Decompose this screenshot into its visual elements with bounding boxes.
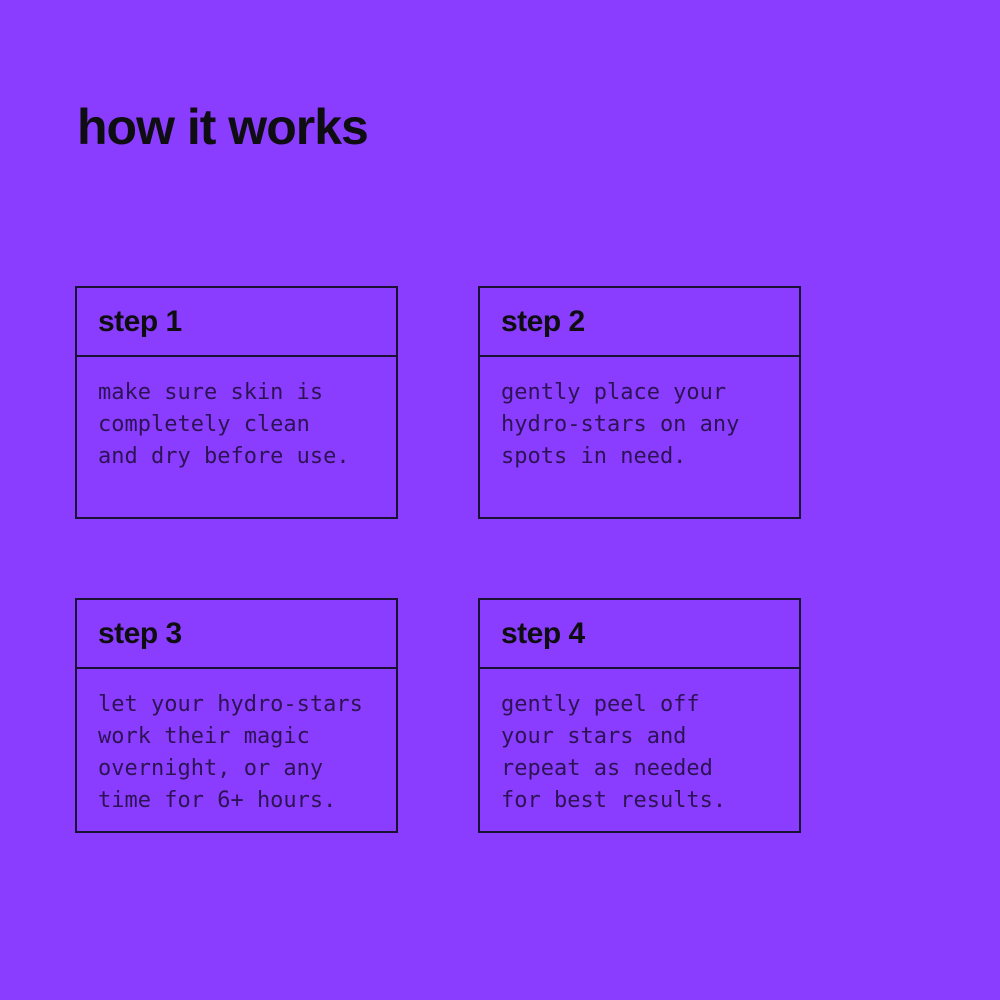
page-title: how it works: [77, 99, 369, 155]
step-card-header: step 3: [77, 600, 396, 669]
step-card-body: make sure skin is completely clean and d…: [98, 380, 350, 469]
step-card-1: step 1 make sure skin is completely clea…: [75, 286, 398, 519]
step-label: step 1: [98, 304, 182, 338]
step-card-3: step 3 let your hydro-stars work their m…: [75, 598, 398, 833]
step-label: step 2: [501, 304, 585, 338]
step-card-4: step 4 gently peel off your stars and re…: [478, 598, 801, 833]
step-label: step 4: [501, 616, 585, 650]
step-card-body: gently place your hydro-stars on any spo…: [501, 380, 740, 469]
step-card-header: step 4: [480, 600, 799, 669]
step-card-body: gently peel off your stars and repeat as…: [501, 692, 727, 813]
step-card-body: let your hydro-stars work their magic ov…: [98, 692, 363, 813]
step-card-2: step 2 gently place your hydro-stars on …: [478, 286, 801, 519]
step-card-header: step 2: [480, 288, 799, 357]
step-label: step 3: [98, 616, 182, 650]
step-card-header: step 1: [77, 288, 396, 357]
